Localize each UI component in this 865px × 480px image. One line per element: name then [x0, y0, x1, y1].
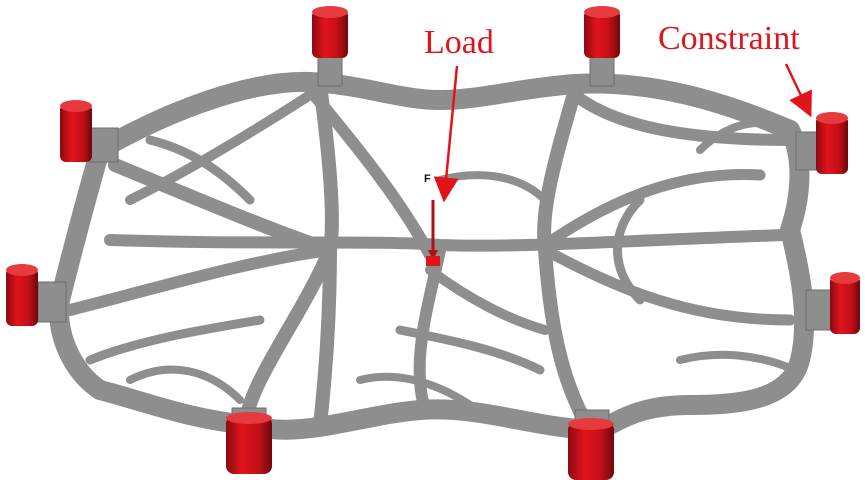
constraints — [6, 6, 860, 480]
load-vector — [426, 200, 440, 266]
frame-member — [539, 168, 766, 251]
load-annotation-arrow — [433, 65, 459, 203]
frame-member — [126, 365, 244, 404]
constraint-cylinder — [816, 112, 848, 174]
frame-member — [125, 90, 315, 205]
constraint-label: Constraint — [658, 20, 800, 57]
frame-member — [676, 350, 799, 374]
frame-member — [356, 372, 474, 409]
frame-member — [569, 89, 796, 146]
constraint-cylinder — [830, 272, 860, 334]
load-point-marker — [426, 256, 440, 266]
optimized-frame — [49, 71, 815, 440]
constraint-cylinder — [60, 100, 92, 162]
frame-member — [539, 244, 796, 326]
force-symbol-label: F — [424, 173, 431, 185]
frame-member — [395, 325, 545, 375]
mount-tab — [89, 127, 119, 163]
frame-member — [613, 195, 645, 305]
frame-outer-boundary — [49, 71, 815, 440]
frame-member — [696, 119, 794, 154]
constraint-cylinder — [226, 412, 272, 474]
constraint-annotation-arrow — [784, 63, 812, 118]
frame-member — [64, 244, 336, 316]
load-label: Load — [424, 24, 494, 61]
frame-center-beam — [104, 229, 791, 252]
frame-member — [145, 135, 255, 205]
constraint-cylinder — [312, 6, 348, 58]
constraint-cylinder — [584, 6, 620, 58]
frame-member — [304, 84, 436, 261]
frame-member — [85, 315, 265, 365]
frame-member — [436, 171, 549, 204]
frame-member — [425, 265, 550, 335]
constraint-cylinder — [568, 418, 614, 480]
mount-tab — [37, 281, 67, 323]
frame-member — [413, 244, 446, 416]
constraint-cylinder — [6, 264, 38, 326]
